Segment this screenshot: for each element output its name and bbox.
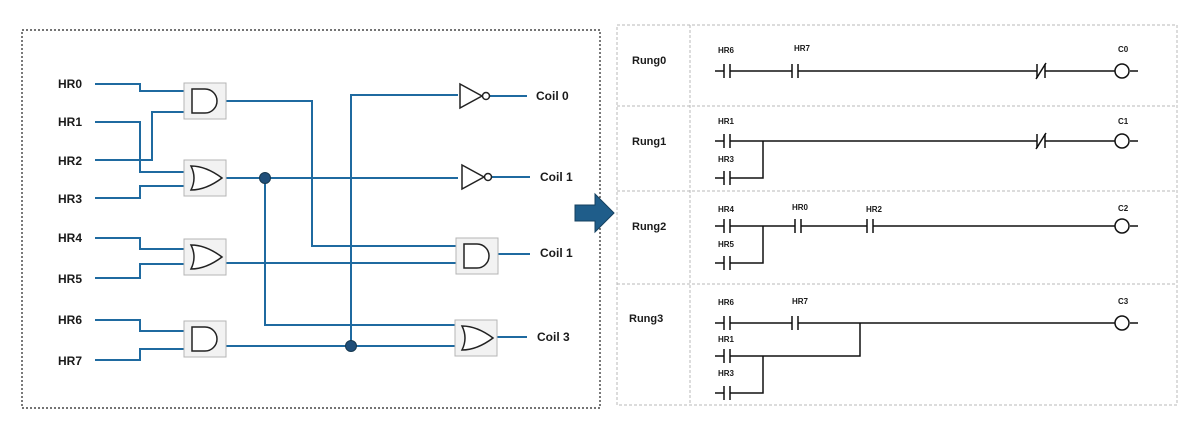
or-gate: [183, 238, 227, 276]
coil-label: C3: [1118, 297, 1129, 306]
input-label: HR4: [58, 231, 82, 245]
not-gate: [459, 83, 491, 109]
input-label: HR1: [58, 115, 82, 129]
contact-label: HR7: [792, 297, 809, 306]
coil-icon: [1114, 133, 1130, 149]
input-label: HR7: [58, 354, 82, 368]
rung-2: HR4 HR0 HR2 HR5 C2: [715, 203, 1138, 270]
logic-diagram-panel: HR0 HR1 HR2 HR3 HR4 HR5 HR6 HR7 Coil 0 C…: [21, 29, 601, 409]
rung-label: Rung2: [632, 221, 666, 233]
input-label: HR5: [58, 272, 82, 286]
output-label: Coil 1: [540, 246, 573, 260]
or-gate: [454, 319, 498, 357]
contact-label: HR0: [792, 203, 809, 212]
not-gate: [461, 164, 493, 190]
and-gate: [183, 320, 227, 358]
coil-icon: [1114, 218, 1130, 234]
interconnect-wires: [226, 94, 530, 352]
and-gate: [455, 237, 499, 275]
or-gate: [183, 159, 227, 197]
contact-label: HR3: [718, 369, 735, 378]
coil-label: C1: [1118, 117, 1129, 126]
input-label: HR2: [58, 154, 82, 168]
junction-dot: [259, 172, 271, 184]
coil-icon: [1114, 315, 1130, 331]
output-label: Coil 1: [540, 170, 573, 184]
contact-label: HR6: [718, 298, 735, 307]
input-label: HR3: [58, 192, 82, 206]
rung-label: Rung1: [632, 136, 666, 148]
contact-label: HR2: [866, 205, 883, 214]
contact-label: HR1: [718, 335, 735, 344]
junction-dot: [345, 340, 357, 352]
rung-3: HR6 HR7 HR1 HR3 C3: [715, 297, 1138, 400]
coil-label: C0: [1118, 45, 1129, 54]
coil-icon: [1114, 63, 1130, 79]
ladder-diagram-panel: Rung0 Rung1 Rung2 Rung3 HR6 HR7 C0 HR1 H…: [616, 24, 1178, 406]
contact-label: HR3: [718, 155, 735, 164]
contact-label: HR1: [718, 117, 735, 126]
input-label: HR6: [58, 313, 82, 327]
contact-label: HR4: [718, 205, 735, 214]
input-label: HR0: [58, 77, 82, 91]
contact-label: HR7: [794, 44, 811, 53]
output-label: Coil 0: [536, 89, 569, 103]
and-gate: [183, 82, 227, 120]
coil-label: C2: [1118, 204, 1129, 213]
output-label: Coil 3: [537, 330, 570, 344]
input-wires: [95, 83, 185, 361]
rung-label: Rung3: [629, 313, 663, 325]
rung-label: Rung0: [632, 55, 666, 67]
contact-label: HR6: [718, 46, 735, 55]
contact-label: HR5: [718, 240, 735, 249]
rung-0: HR6 HR7 C0: [715, 44, 1138, 80]
rung-1: HR1 HR3 C1: [715, 117, 1138, 185]
arrow-right-icon: [574, 192, 615, 234]
